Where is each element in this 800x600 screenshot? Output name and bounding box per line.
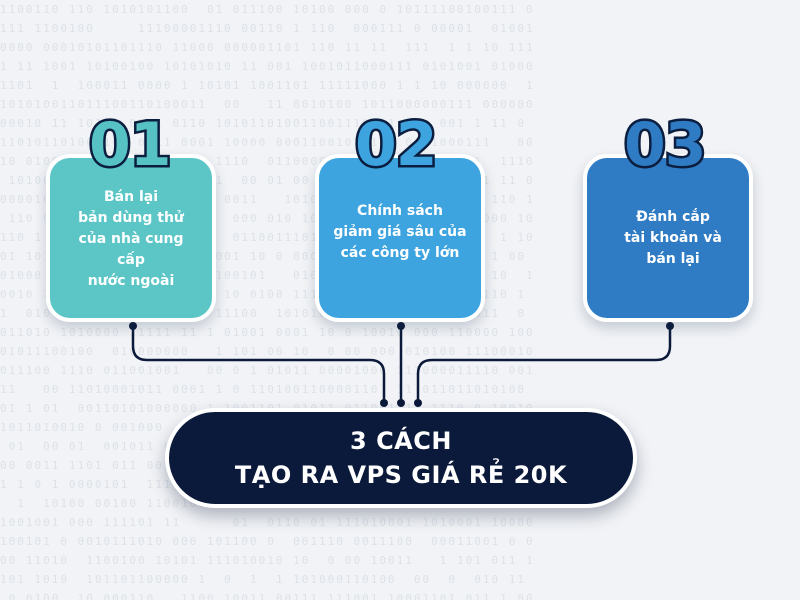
method-number-2: 02 — [353, 110, 440, 181]
connector-dot-2-top — [397, 322, 405, 330]
method-card-2: Chính sách giảm giá sâu của các công ty … — [315, 154, 485, 322]
diagram-title-box: 3 CÁCH TẠO RA VPS GIÁ RẺ 20K — [165, 408, 637, 508]
connector-dot-3-bottom — [414, 399, 422, 407]
connector-dot-2-bottom — [397, 399, 405, 407]
method-card-3: Đánh cắp tài khoản và bán lại — [583, 154, 753, 322]
connector-dot-1-bottom — [380, 399, 388, 407]
diagram-title-line-1: 3 CÁCH — [350, 427, 452, 455]
connector-dot-1-top — [129, 322, 137, 330]
connector-line-1 — [131, 326, 386, 402]
connector-line-3 — [416, 326, 672, 402]
method-card-1: Bán lại bản dùng thử của nhà cung cấp nư… — [46, 154, 216, 322]
method-card-2-text: Chính sách giảm giá sâu của các công ty … — [333, 202, 467, 261]
method-number-1: 01 — [87, 110, 174, 181]
connector-dot-3-top — [666, 322, 674, 330]
method-card-3-text: Đánh cắp tài khoản và bán lại — [624, 208, 722, 267]
method-number-3: 03 — [622, 110, 709, 181]
diagram-title-line-2: TẠO RA VPS GIÁ RẺ 20K — [234, 461, 568, 489]
method-card-1-text: Bán lại bản dùng thử của nhà cung cấp nư… — [78, 188, 184, 289]
